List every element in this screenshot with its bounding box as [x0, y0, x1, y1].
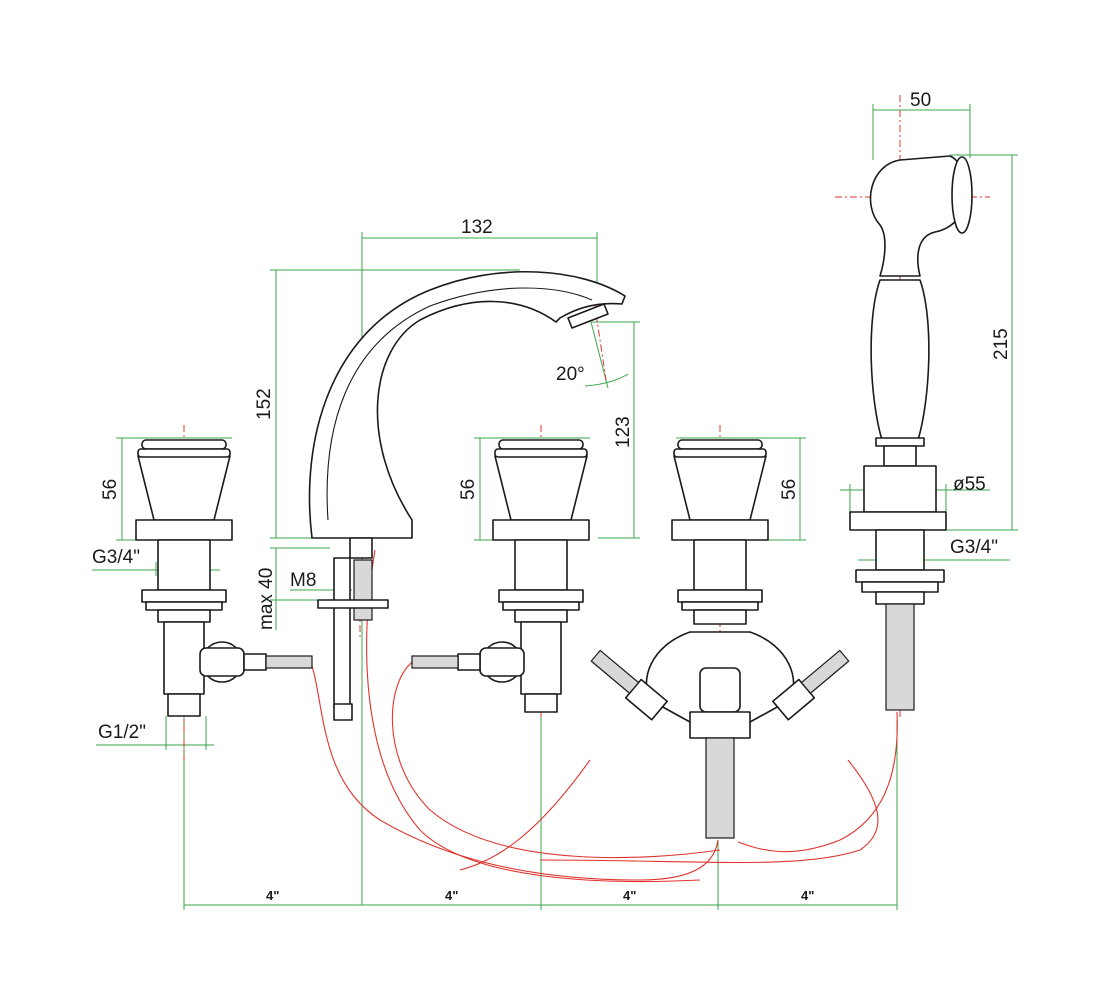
- right-handle: [673, 455, 767, 521]
- hoses: [309, 549, 898, 883]
- spout-stud: [333, 557, 351, 709]
- spout-aerator: [567, 303, 609, 329]
- label-spout-reach: 132: [461, 217, 493, 238]
- label-spacing-2: 4": [445, 888, 458, 903]
- handshower: [849, 155, 973, 711]
- label-handshower-height: 215: [991, 328, 1012, 360]
- spout: [308, 270, 626, 721]
- label-left-handle-height: 56: [100, 479, 121, 500]
- label-thread-inlet: G1/2": [98, 722, 146, 743]
- label-handshower-base-diameter: ø55: [953, 474, 986, 495]
- label-right-handle-height: 56: [779, 479, 800, 500]
- label-spacing-1: 4": [266, 888, 279, 903]
- label-spout-height: 152: [254, 388, 275, 420]
- handshower-head: [869, 155, 967, 277]
- left-elbow-connector: [199, 641, 313, 683]
- center-valve: [411, 439, 590, 713]
- dimension-lines: [92, 104, 1018, 910]
- left-handle: [137, 455, 231, 521]
- label-spout-angle: 20°: [556, 364, 585, 385]
- label-spout-stud: M8: [290, 570, 316, 591]
- label-spacing-3: 4": [623, 888, 636, 903]
- diverter-body: [590, 631, 850, 839]
- label-thread-left: G3/4": [92, 547, 140, 568]
- handshower-holder: [863, 465, 937, 513]
- label-deck-thickness: max 40: [256, 568, 277, 630]
- center-handle: [494, 455, 588, 521]
- right-valve: [590, 439, 850, 839]
- label-handshower-width: 50: [910, 90, 931, 111]
- center-elbow-connector: [411, 641, 525, 683]
- dimension-labels: 132 152 20° 123 56 56 56 50 215 ø55 G3/4…: [92, 90, 1012, 903]
- spout-body: [308, 270, 626, 539]
- label-center-handle-height: 56: [458, 479, 479, 500]
- handshower-handle: [870, 279, 930, 441]
- left-valve: [135, 439, 313, 717]
- label-thread-right: G3/4": [950, 537, 998, 558]
- label-spout-outlet-height: 123: [613, 416, 634, 448]
- label-spacing-4: 4": [801, 888, 814, 903]
